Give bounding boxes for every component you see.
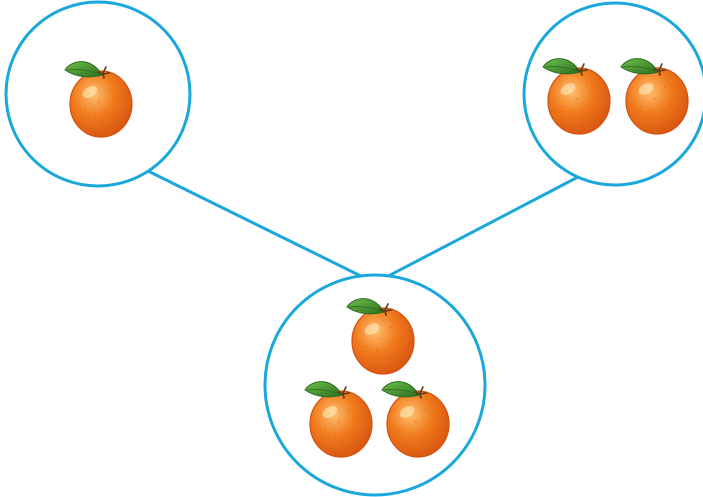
orange-icon	[304, 381, 373, 458]
connector-line-right	[374, 175, 579, 285]
orange-icon	[64, 61, 133, 138]
part-right	[522, 1, 703, 187]
part-left	[4, 0, 192, 188]
orange-icon	[381, 381, 450, 458]
orange-icon	[620, 58, 689, 135]
orange-icon	[346, 298, 415, 375]
connector-line-left	[147, 169, 376, 285]
part-right-circle	[522, 1, 703, 187]
whole	[263, 273, 487, 497]
orange-icon	[542, 58, 611, 135]
